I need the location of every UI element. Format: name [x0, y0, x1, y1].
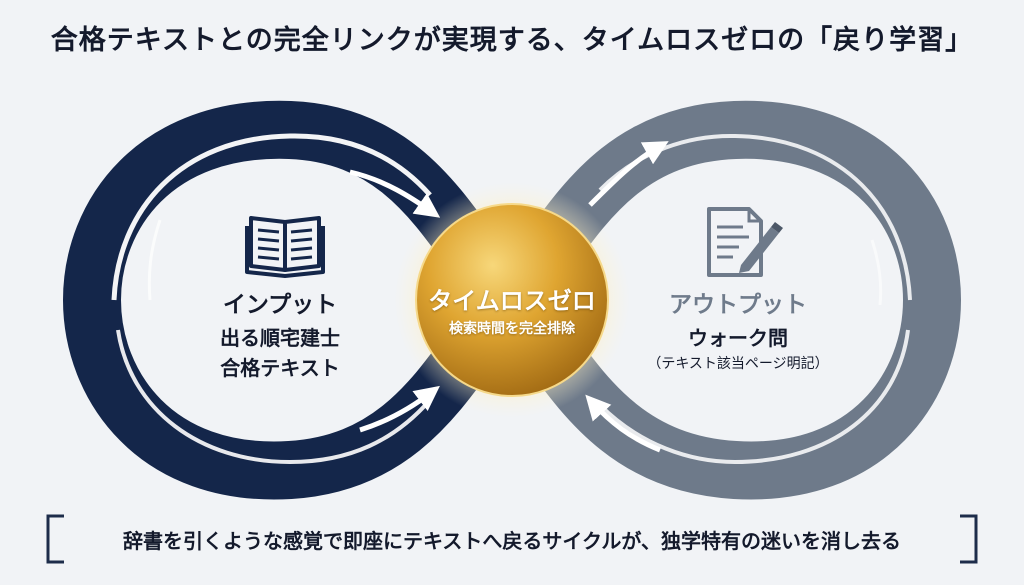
arrow-to-center-bottom — [359, 385, 440, 433]
arrow-back-to-center — [585, 394, 661, 453]
center-circle — [415, 203, 609, 397]
center-title: タイムロスゼロ — [428, 287, 596, 315]
input-title: インプット — [222, 292, 338, 318]
tagline: 辞書を引くような感覚で即座にテキストへ戻るサイクルが、独学特有の迷いを消し去る — [123, 529, 901, 553]
tagline-bracket-frame — [46, 514, 978, 564]
output-book-name: ウォーク問 — [688, 326, 788, 350]
output-note: （テキスト該当ページ明記） — [647, 356, 829, 372]
document-pencil-icon — [707, 207, 783, 277]
open-book-icon — [245, 216, 325, 278]
center-subtitle: 検索時間を完全排除 — [449, 321, 575, 337]
input-book-name-line1: 出る順宅建士 — [220, 326, 340, 350]
output-title: アウトプット — [669, 292, 807, 318]
page-title: 合格テキストとの完全リンクが実現する、タイムロスゼロの「戻り学習」 — [50, 25, 974, 56]
arrow-to-center-top — [349, 169, 441, 218]
arrow-to-output — [588, 141, 669, 207]
input-loop — [62, 100, 532, 500]
tagline-box: 辞書を引くような感覚で即座にテキストへ戻るサイクルが、独学特有の迷いを消し去る — [42, 513, 982, 565]
input-book-name-line2: 合格テキスト — [220, 356, 340, 380]
output-loop — [488, 100, 962, 500]
